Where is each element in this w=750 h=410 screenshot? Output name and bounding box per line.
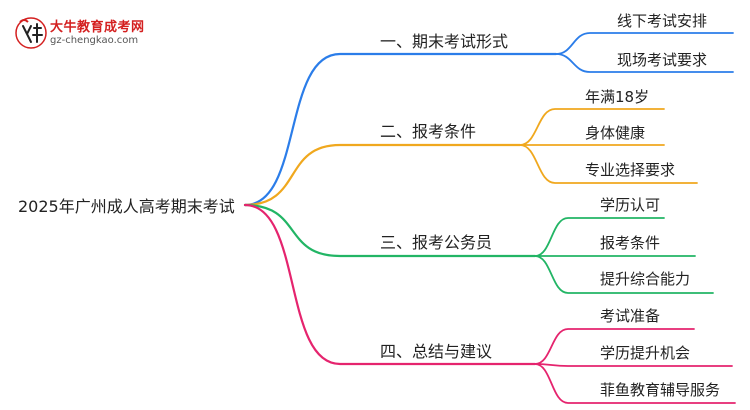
leaf-connector (555, 32, 734, 55)
branch-connector (243, 203, 537, 258)
leaf-topic: 报考条件 (600, 234, 661, 252)
branch-connector (243, 203, 537, 366)
leaf-connector (534, 217, 665, 257)
root-topic: 2025年广州成人高考期末考试 (18, 197, 235, 216)
logo-url: gz-chengkao.com (50, 35, 139, 46)
logo-title: 大牛教育成考网 (50, 20, 145, 35)
leaf-topic: 线下考试安排 (617, 12, 708, 30)
leaf-topic: 学历提升机会 (600, 344, 691, 362)
branch-topic-1: 一、期末考试形式 (380, 32, 509, 51)
leaf-connector (519, 144, 698, 184)
leaf-topic: 年满18岁 (585, 88, 650, 106)
logo-mark-icon (15, 17, 47, 49)
leaf-connector (519, 108, 665, 146)
branch-topic-3: 三、报考公务员 (380, 233, 493, 252)
leaf-topic: 学历认可 (600, 196, 661, 214)
leaf-connector (534, 255, 714, 294)
logo: 大牛教育成考网 gz-chengkao.com (14, 14, 174, 54)
leaf-connector (534, 328, 695, 365)
leaf-topic: 身体健康 (585, 124, 646, 142)
leaf-topic: 提升综合能力 (600, 270, 691, 288)
leaf-topic: 现场考试要求 (617, 51, 708, 69)
branch-topic-2: 二、报考条件 (380, 122, 477, 141)
branch-connector (243, 143, 522, 207)
leaf-topic: 专业选择要求 (585, 161, 676, 179)
leaf-connector (555, 53, 734, 73)
branch-connector (243, 52, 558, 207)
leaf-topic: 考试准备 (600, 307, 661, 325)
branch-topic-4: 四、总结与建议 (380, 342, 493, 361)
leaf-connector (534, 363, 733, 367)
leaf-topic: 菲鱼教育辅导服务 (600, 381, 721, 399)
leaf-connector (534, 363, 736, 404)
